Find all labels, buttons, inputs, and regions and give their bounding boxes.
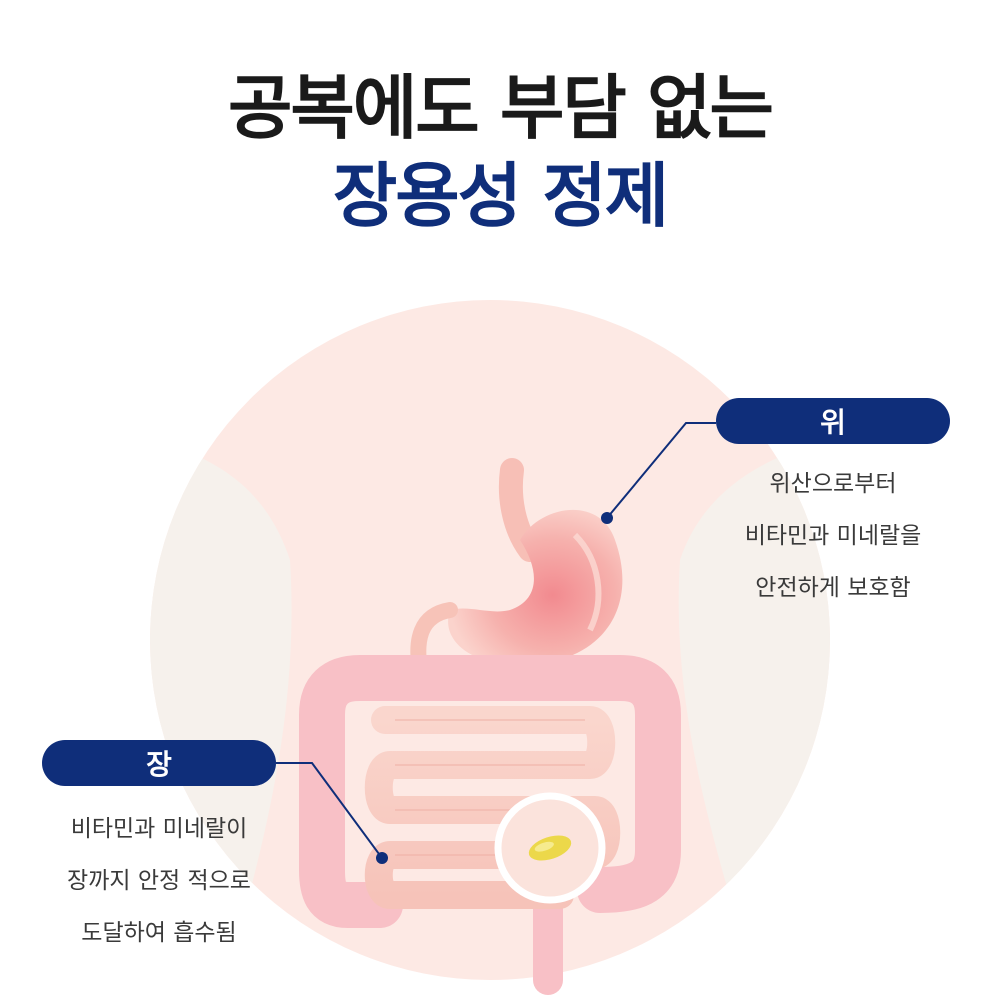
- stomach-description-line: 안전하게 보호함: [755, 575, 911, 601]
- magnifier-circle: [494, 792, 606, 904]
- intestine-description-line: 비타민과 미네랄이: [70, 816, 248, 842]
- enteric-coated-tablet-icon: [528, 835, 572, 861]
- stomach-description: 위산으로부터 비타민과 미네랄을 안전하게 보호함: [700, 458, 966, 614]
- stomach-pointer-dot: [601, 512, 613, 524]
- intestine-pointer-dot: [376, 852, 388, 864]
- intestine-description-line: 도달하여 흡수됨: [81, 920, 237, 946]
- stomach-leader-line: [606, 422, 716, 519]
- headline-line-2: 장용성 정제: [332, 155, 669, 237]
- stomach-description-line: 비타민과 미네랄을: [744, 523, 922, 549]
- large-intestine: [299, 655, 681, 928]
- intestine-leader-line: [276, 762, 383, 859]
- intestine-description-line: 장까지 안정 적으로: [67, 868, 251, 894]
- stomach-label-pill: 위: [716, 398, 950, 444]
- headline-line-1: 공복에도 부담 없는: [228, 67, 774, 149]
- intestine-description: 비타민과 미네랄이 장까지 안정 적으로 도달하여 흡수됨: [20, 803, 298, 959]
- stomach-description-line: 위산으로부터: [769, 471, 897, 497]
- intestine-label-pill: 장: [42, 740, 276, 786]
